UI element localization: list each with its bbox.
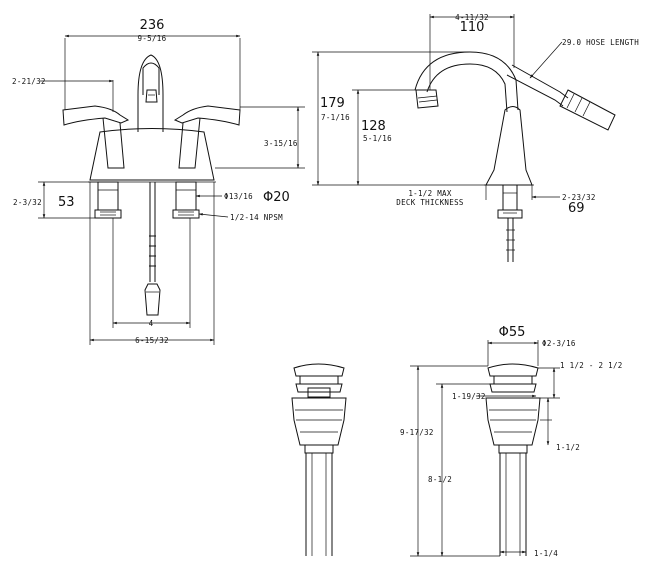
deck-thickness-line2: DECK THICKNESS xyxy=(396,198,464,207)
spout-reach-mm-label: 110 xyxy=(460,20,485,35)
tail-dia-label: 1-1/4 xyxy=(534,549,558,558)
supply-dia-mm-label: Φ20 xyxy=(263,190,290,205)
handle-height-label: 3-15/16 xyxy=(264,139,298,148)
drain-left-view xyxy=(291,363,347,556)
width-in-label: 9-5/16 xyxy=(138,34,167,43)
height-in-label: 7-1/16 xyxy=(321,113,350,122)
thread-label: 1/2-14 NPSM xyxy=(230,213,283,222)
adjust-range-label: 1 1/2 - 2 1/2 xyxy=(560,361,623,370)
shank-mm-label: 53 xyxy=(58,195,75,210)
shank-in-label: 2-3/32 xyxy=(13,198,42,207)
height-mm-label: 179 xyxy=(320,96,345,111)
faucet-side-view: 4-11/32 110 29.0 HOSE LENGTH 179 7-1/16 xyxy=(312,13,639,262)
handle-reach-label: 2-21/32 xyxy=(12,77,46,86)
width-mm-label: 236 xyxy=(140,18,165,33)
faucet-front-view: 236 9-5/16 2-21/32 3-15/16 xyxy=(12,18,305,345)
collar-label: 1-19/32 xyxy=(452,392,486,401)
base-depth-in-label: 2-23/32 xyxy=(562,193,596,202)
hose-length-label: 29.0 HOSE LENGTH xyxy=(562,38,639,47)
body-dia-label: 1-1/2 xyxy=(556,443,580,452)
spout-height-in-label: 5-1/16 xyxy=(363,134,392,143)
spout-reach-in-label: 4-11/32 xyxy=(455,13,489,22)
cap-dia-in-label: Φ2-3/16 xyxy=(542,339,576,348)
tail-length-label: 8-1/2 xyxy=(428,475,452,484)
supply-dia-in-label: Φ13/16 xyxy=(224,192,253,201)
center-spacing-label: 4 xyxy=(149,319,154,328)
total-length-label: 9-17/32 xyxy=(400,428,434,437)
overall-base-label: 6-15/32 xyxy=(135,336,169,345)
deck-thickness-line1: 1-1/2 MAX xyxy=(408,189,452,198)
cap-dia-mm-label: Φ55 xyxy=(499,325,526,340)
drain-right-view: Φ55 Φ2-3/16 1 1/2 - 2 1/2 1-19/32 1-1/2 … xyxy=(400,325,623,558)
base-depth-mm-label: 69 xyxy=(568,201,585,216)
spout-height-mm-label: 128 xyxy=(361,119,386,134)
